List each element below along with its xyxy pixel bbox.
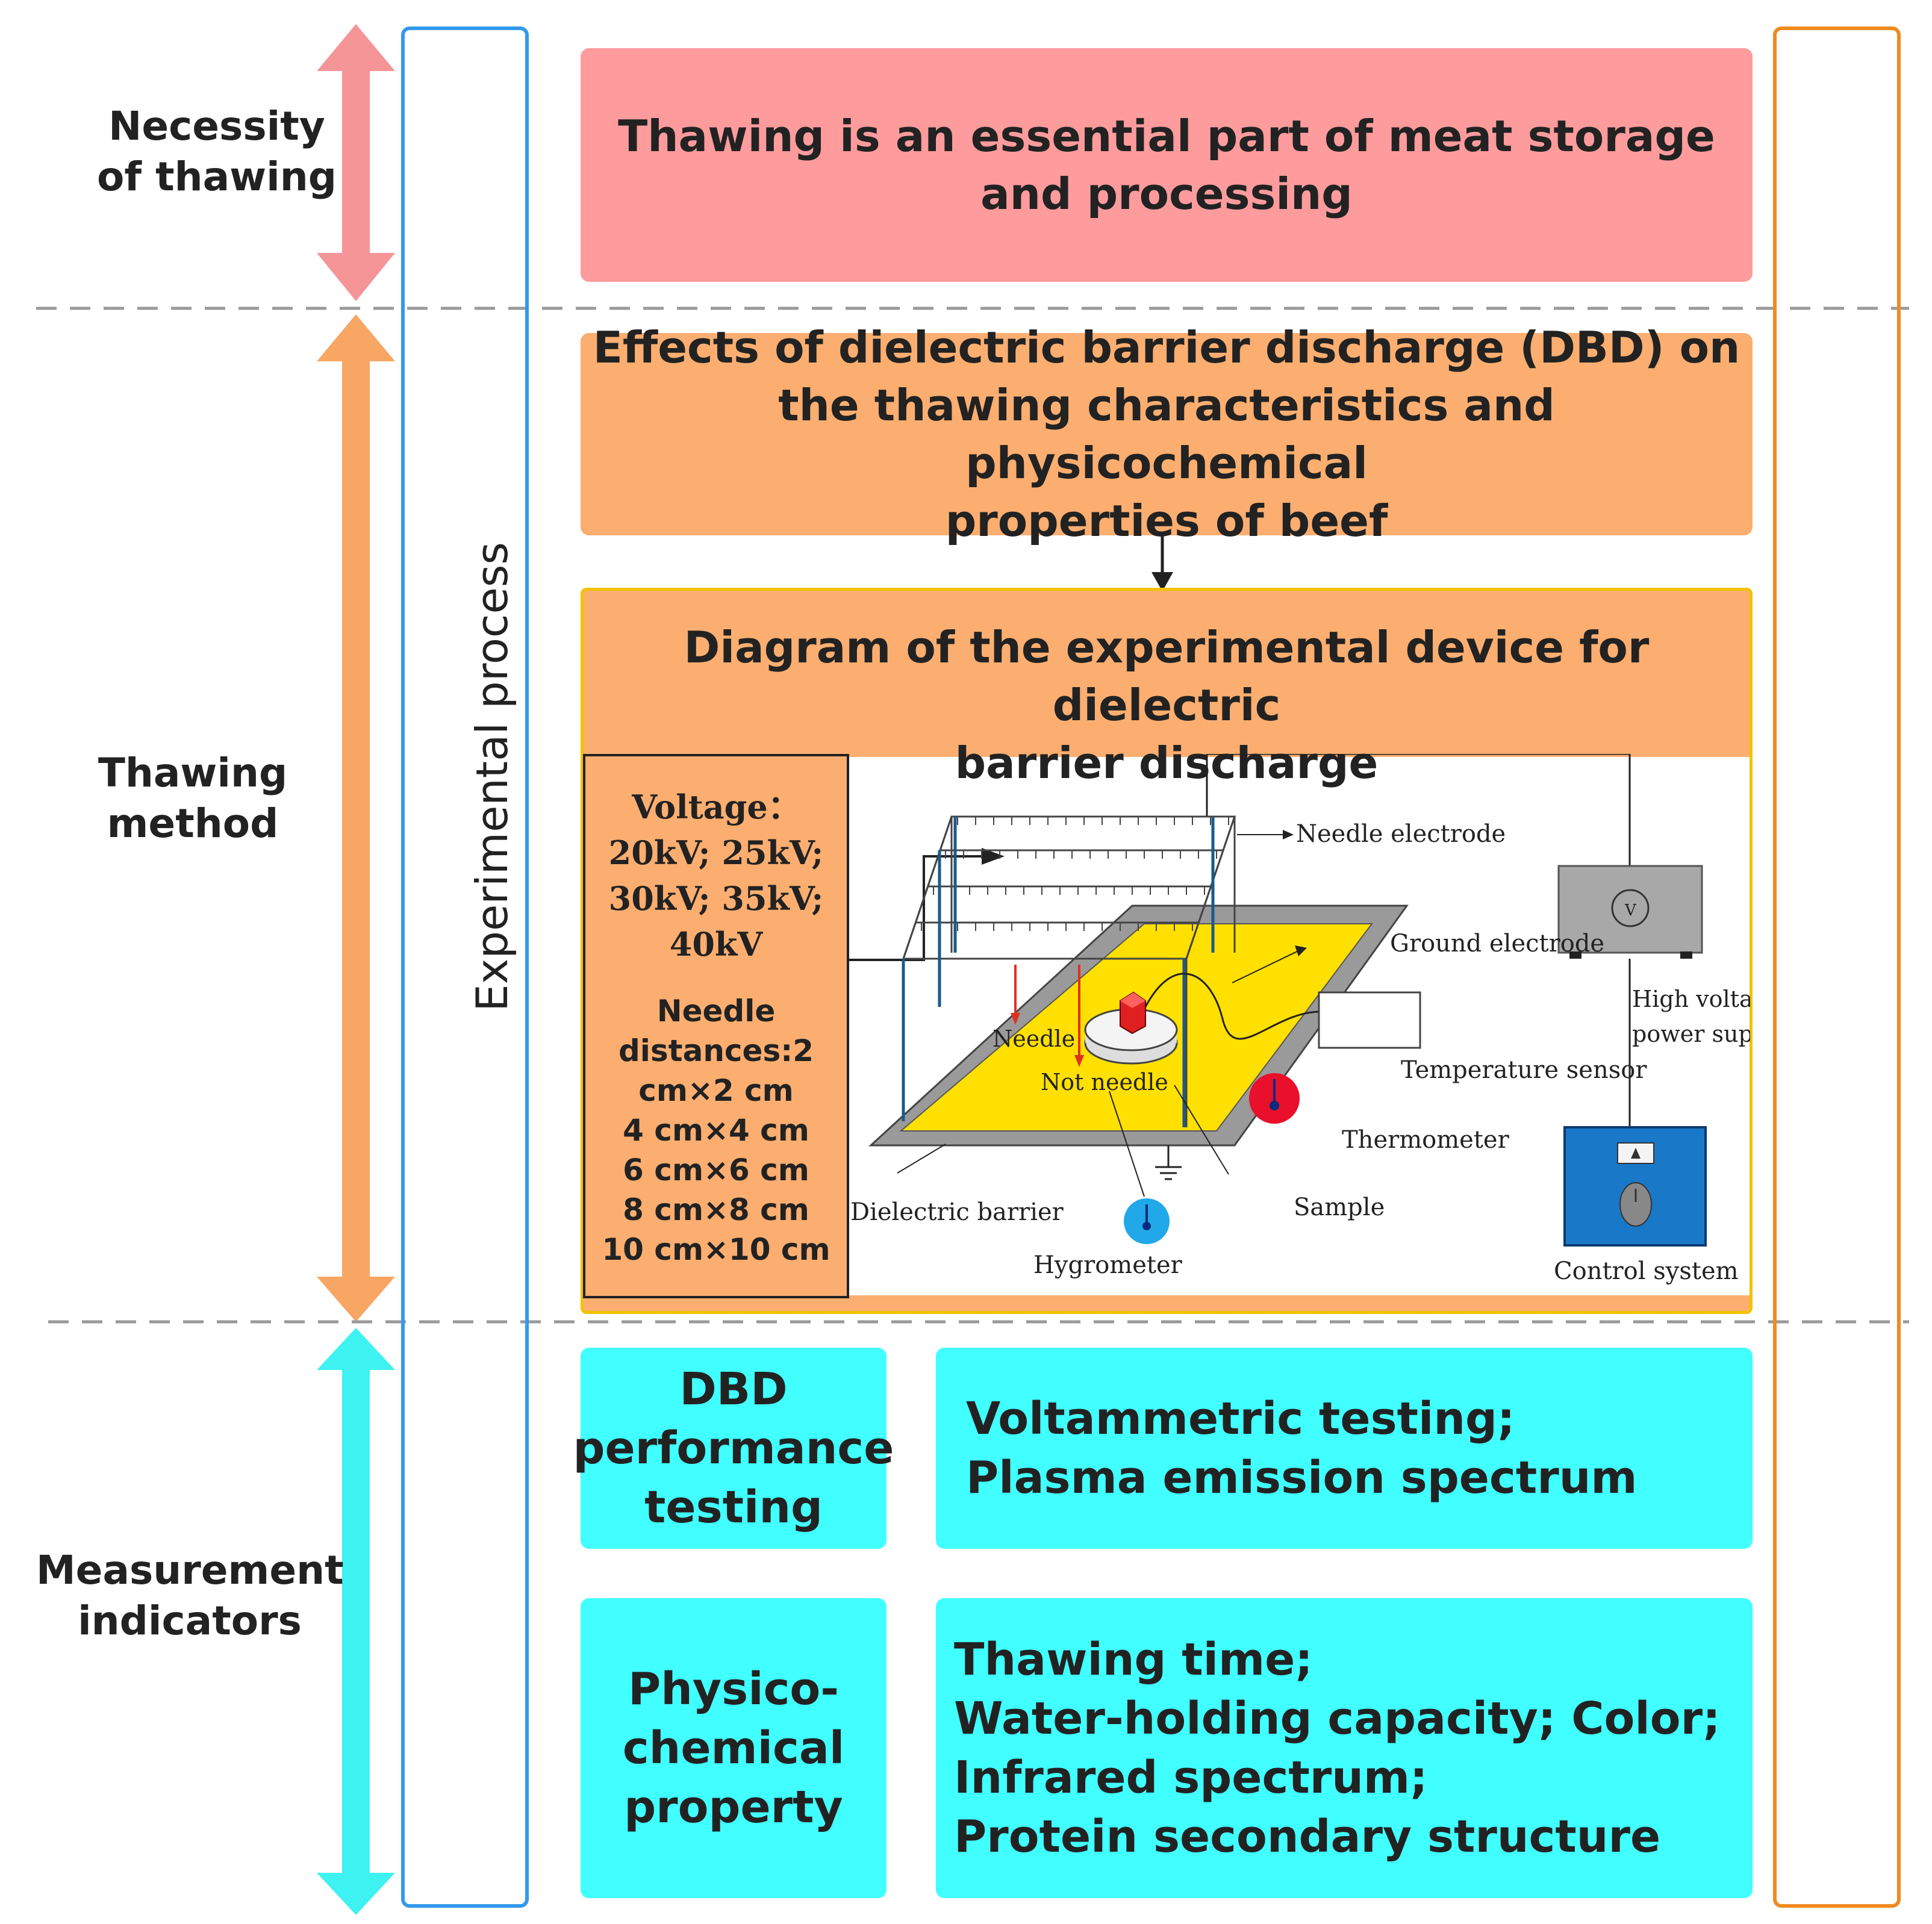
dbd-effects-box: Effects of dielectric barrier discharge … <box>581 322 1753 546</box>
experimental-process-frame <box>401 26 529 1908</box>
label-power-line2: power supply <box>1632 1021 1750 1047</box>
electrode-posts <box>902 817 1215 1127</box>
diagram-title-band <box>584 591 1750 757</box>
top-wire <box>1206 754 1631 880</box>
ground-symbol <box>1155 1145 1182 1180</box>
sample-dish <box>1084 991 1178 1065</box>
label-power-line1: High voltage <box>1632 986 1750 1012</box>
voltmeter-box <box>1557 865 1703 954</box>
dbd-device-diagram: Needle electrode Ground electrode High v… <box>849 754 1750 1285</box>
thawing-essential-box: Thawing is an essential part of meat sto… <box>581 48 1753 282</box>
right-frame <box>1773 26 1901 1908</box>
voltage-parameters: Voltage： 20kV; 25kV; 30kV; 35kV; 40kV <box>608 788 824 964</box>
physicochemical-items-box: Thawing time; Water-holding capacity; Co… <box>936 1598 1753 1898</box>
label-sample: Sample <box>1294 1194 1385 1221</box>
label-temperature-sensor: Temperature sensor <box>1401 1056 1647 1084</box>
measurement-arrow <box>317 1328 395 1915</box>
label-voltmeter: V <box>1624 901 1637 920</box>
physicochemical-box: Physico- chemical property <box>581 1598 887 1898</box>
flow-arrow-head <box>1151 572 1173 591</box>
label-necessity-of-thawing: Necessity of thawing <box>97 103 337 200</box>
label-dielectric-barrier: Dielectric barrier <box>850 1198 1064 1226</box>
temperature-sensor-wire <box>1144 973 1320 1040</box>
label-needle: Needle <box>992 1026 1075 1052</box>
parameters-box: Voltage： 20kV; 25kV; 30kV; 35kV; 40kV Ne… <box>583 754 849 1298</box>
needle-distance-parameters: Needle distances:2 cm×2 cm 4 cm×4 cm 6 c… <box>602 994 830 1267</box>
temperature-sensor-box <box>1318 991 1421 1049</box>
label-thawing-method: Thawing method <box>98 750 288 847</box>
dbd-performance-box: DBD performance testing <box>573 1348 894 1549</box>
needle-arrows <box>1014 965 1080 1061</box>
parameter-arrow <box>849 855 988 961</box>
diagram-title: Diagram of the experimental device for d… <box>684 622 1650 788</box>
experimental-process-label: Experimental process <box>467 542 517 1012</box>
dbd-performance-items-box: Voltammetric testing; Plasma emission sp… <box>936 1348 1753 1549</box>
label-needle-electrode: Needle electrode <box>1296 820 1506 848</box>
label-control-system: Control system <box>1554 1257 1739 1285</box>
label-not-needle: Not needle <box>1041 1069 1168 1095</box>
label-ground-electrode: Ground electrode <box>1390 930 1604 957</box>
label-thermometer: Thermometer <box>1342 1126 1510 1154</box>
necessity-arrow <box>317 24 395 301</box>
thawing-method-arrow <box>317 314 395 1322</box>
pointer-lines <box>897 834 1303 1197</box>
needle-electrode-frame <box>902 815 1236 1127</box>
label-hygrometer: Hygrometer <box>1033 1251 1183 1279</box>
label-measurement-indicators: Measurement indicators <box>36 1547 344 1644</box>
